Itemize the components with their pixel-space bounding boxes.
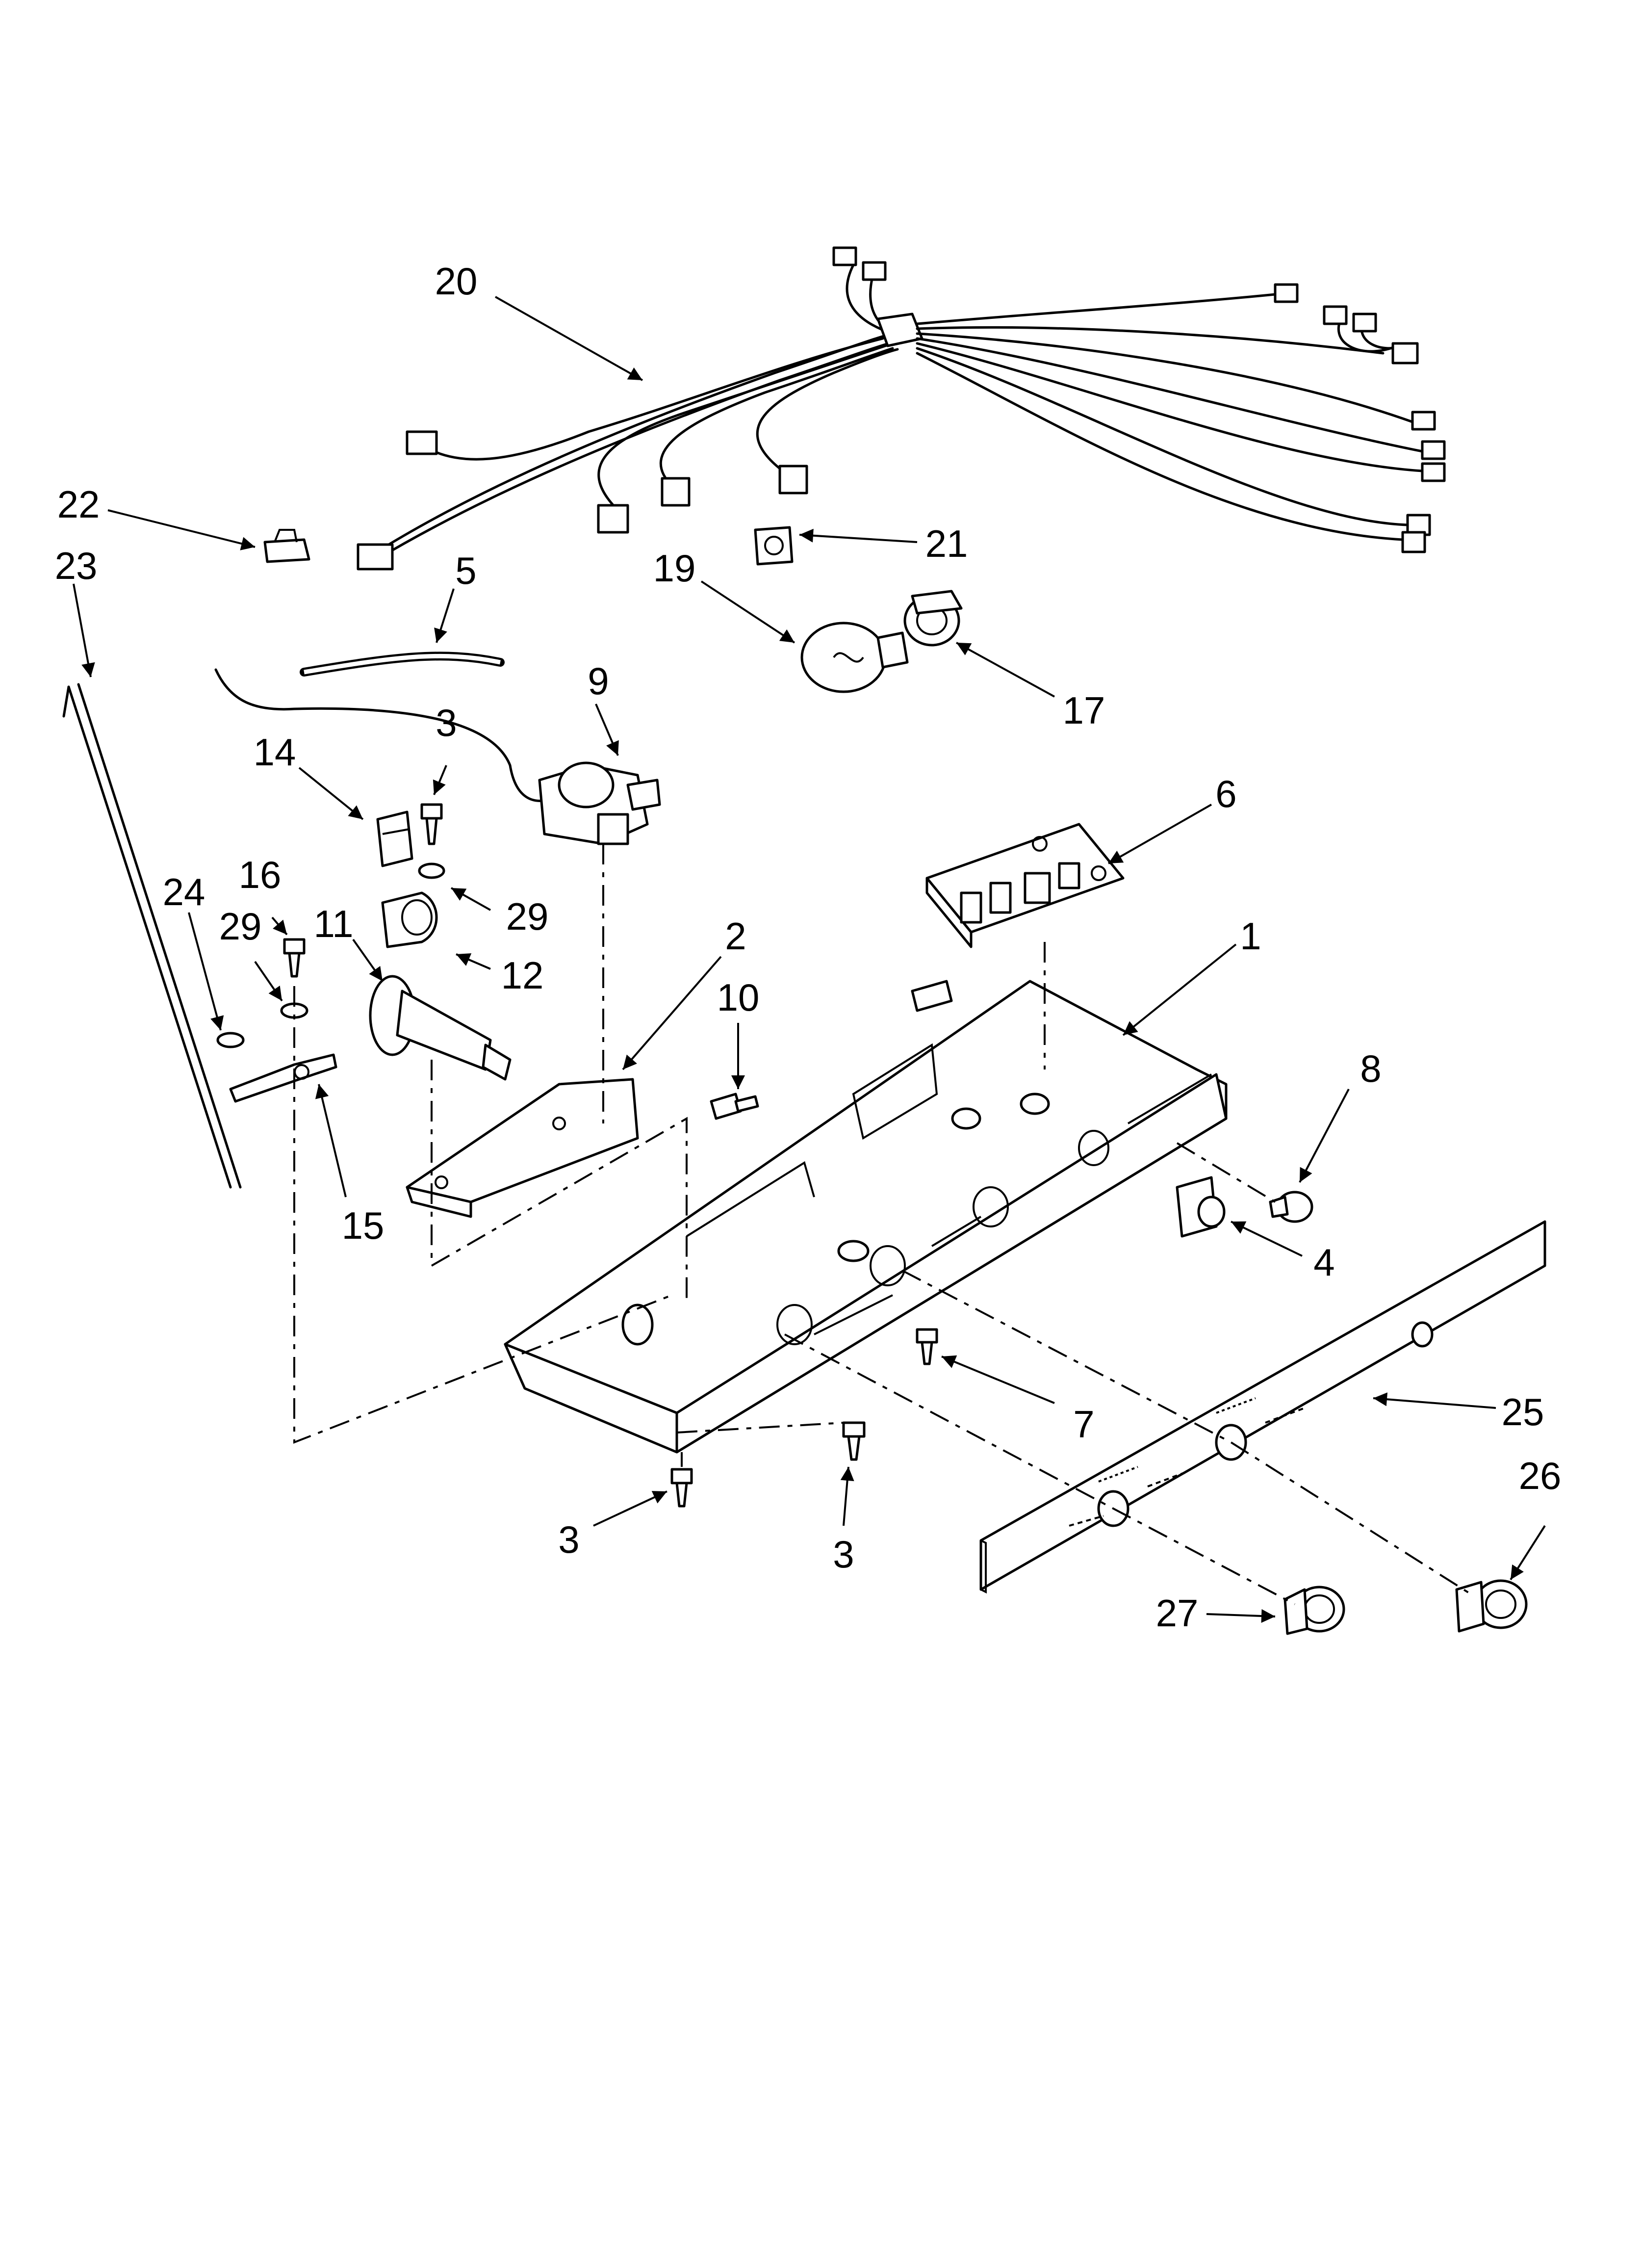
callout-14: 14 <box>254 730 296 774</box>
callout-19: 19 <box>653 547 696 590</box>
callout-7: 7 <box>1073 1403 1094 1446</box>
callout-17: 17 <box>1063 689 1105 732</box>
callout-25: 25 <box>1502 1390 1544 1434</box>
callout-11: 11 <box>314 902 354 945</box>
callout-12: 12 <box>501 954 544 997</box>
callout-2: 2 <box>725 914 746 958</box>
mounting-bracket <box>406 1078 639 1218</box>
callout-20: 20 <box>435 260 478 303</box>
callout-15: 15 <box>342 1204 385 1247</box>
callout-5: 5 <box>455 549 476 592</box>
switch <box>1176 1176 1226 1238</box>
button <box>1269 1191 1313 1223</box>
screw <box>283 938 306 978</box>
screw <box>420 803 443 845</box>
callout-21: 21 <box>925 522 968 565</box>
control-knob-shaft <box>369 975 512 1081</box>
callout-1: 1 <box>1240 914 1261 958</box>
callout-9: 9 <box>588 659 609 703</box>
screw <box>670 1468 693 1508</box>
callout-3-top: 3 <box>436 701 457 744</box>
control-board <box>925 823 1125 948</box>
callout-22: 22 <box>57 483 100 526</box>
front-panel <box>979 1220 1546 1594</box>
clamp <box>381 891 438 948</box>
callout-labels: 20 22 23 5 21 19 17 9 14 3 29 12 11 16 2… <box>55 260 1562 1635</box>
callout-29-left: 29 <box>219 905 262 948</box>
light-bulb <box>800 622 909 693</box>
control-housing <box>504 980 1228 1454</box>
bracket <box>376 810 413 867</box>
callout-4: 4 <box>1313 1241 1334 1284</box>
callout-26: 26 <box>1519 1454 1562 1497</box>
callout-8: 8 <box>1360 1047 1381 1090</box>
callout-leaders <box>73 296 1546 1623</box>
callout-16: 16 <box>239 853 282 896</box>
thermostat <box>538 761 661 845</box>
wire-harness <box>357 246 1446 571</box>
callout-23: 23 <box>55 544 98 587</box>
screw <box>916 1328 938 1365</box>
screw <box>842 1421 866 1461</box>
assembly-lines <box>293 844 1472 1605</box>
capillary-tube <box>214 668 551 802</box>
lamp-clip <box>754 526 794 566</box>
wire-clip <box>263 529 310 563</box>
callout-3-left: 3 <box>558 1518 579 1561</box>
tube <box>300 652 505 677</box>
callout-6: 6 <box>1215 772 1236 815</box>
callout-27: 27 <box>1156 1591 1199 1635</box>
rod <box>62 683 242 1189</box>
knob <box>1455 1579 1528 1633</box>
lamp-socket <box>903 590 963 647</box>
screw <box>710 1093 759 1120</box>
callout-29-right: 29 <box>506 895 549 938</box>
callout-10: 10 <box>717 976 760 1019</box>
callout-3-right: 3 <box>833 1533 854 1576</box>
washer <box>418 862 445 879</box>
callout-24: 24 <box>163 870 205 913</box>
lever <box>229 1053 337 1103</box>
knob <box>1283 1586 1345 1635</box>
washer <box>216 1032 245 1048</box>
